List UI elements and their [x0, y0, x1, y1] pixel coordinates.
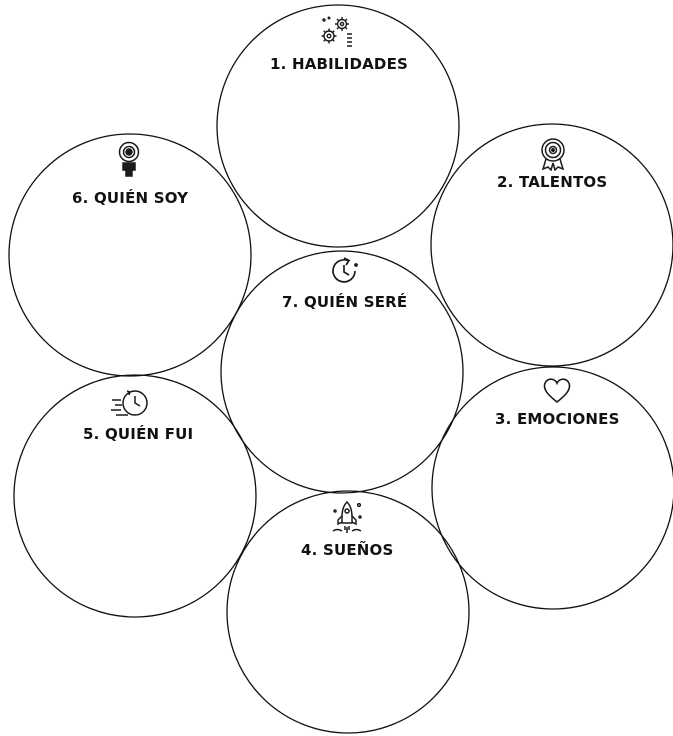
rocket-icon	[329, 499, 365, 540]
label-habilidades: 1. HABILIDADES	[270, 55, 409, 73]
circle-suenos	[226, 490, 470, 734]
label-quien-soy: 6. QUIÉN SOY	[72, 189, 189, 207]
label-quien-fui: 5. QUIÉN FUI	[83, 425, 194, 443]
circle-talentos	[430, 123, 673, 367]
circle-emociones	[431, 366, 673, 610]
person-target-icon	[114, 141, 144, 182]
past-time-icon	[110, 386, 150, 425]
medal-icon	[538, 137, 568, 176]
label-talentos: 2. TALENTOS	[497, 173, 608, 191]
circle-habilidades	[216, 4, 460, 248]
circle-quien-fui	[13, 374, 257, 618]
gears-icon	[320, 14, 354, 53]
label-suenos: 4. SUEÑOS	[301, 541, 394, 559]
label-quien-sere: 7. QUIÉN SERÉ	[282, 293, 408, 311]
heart-icon	[543, 378, 571, 409]
circle-quien-soy	[8, 133, 252, 377]
circle-quien-sere	[220, 250, 464, 494]
future-clock-icon	[329, 255, 361, 290]
label-emociones: 3. EMOCIONES	[495, 410, 620, 428]
